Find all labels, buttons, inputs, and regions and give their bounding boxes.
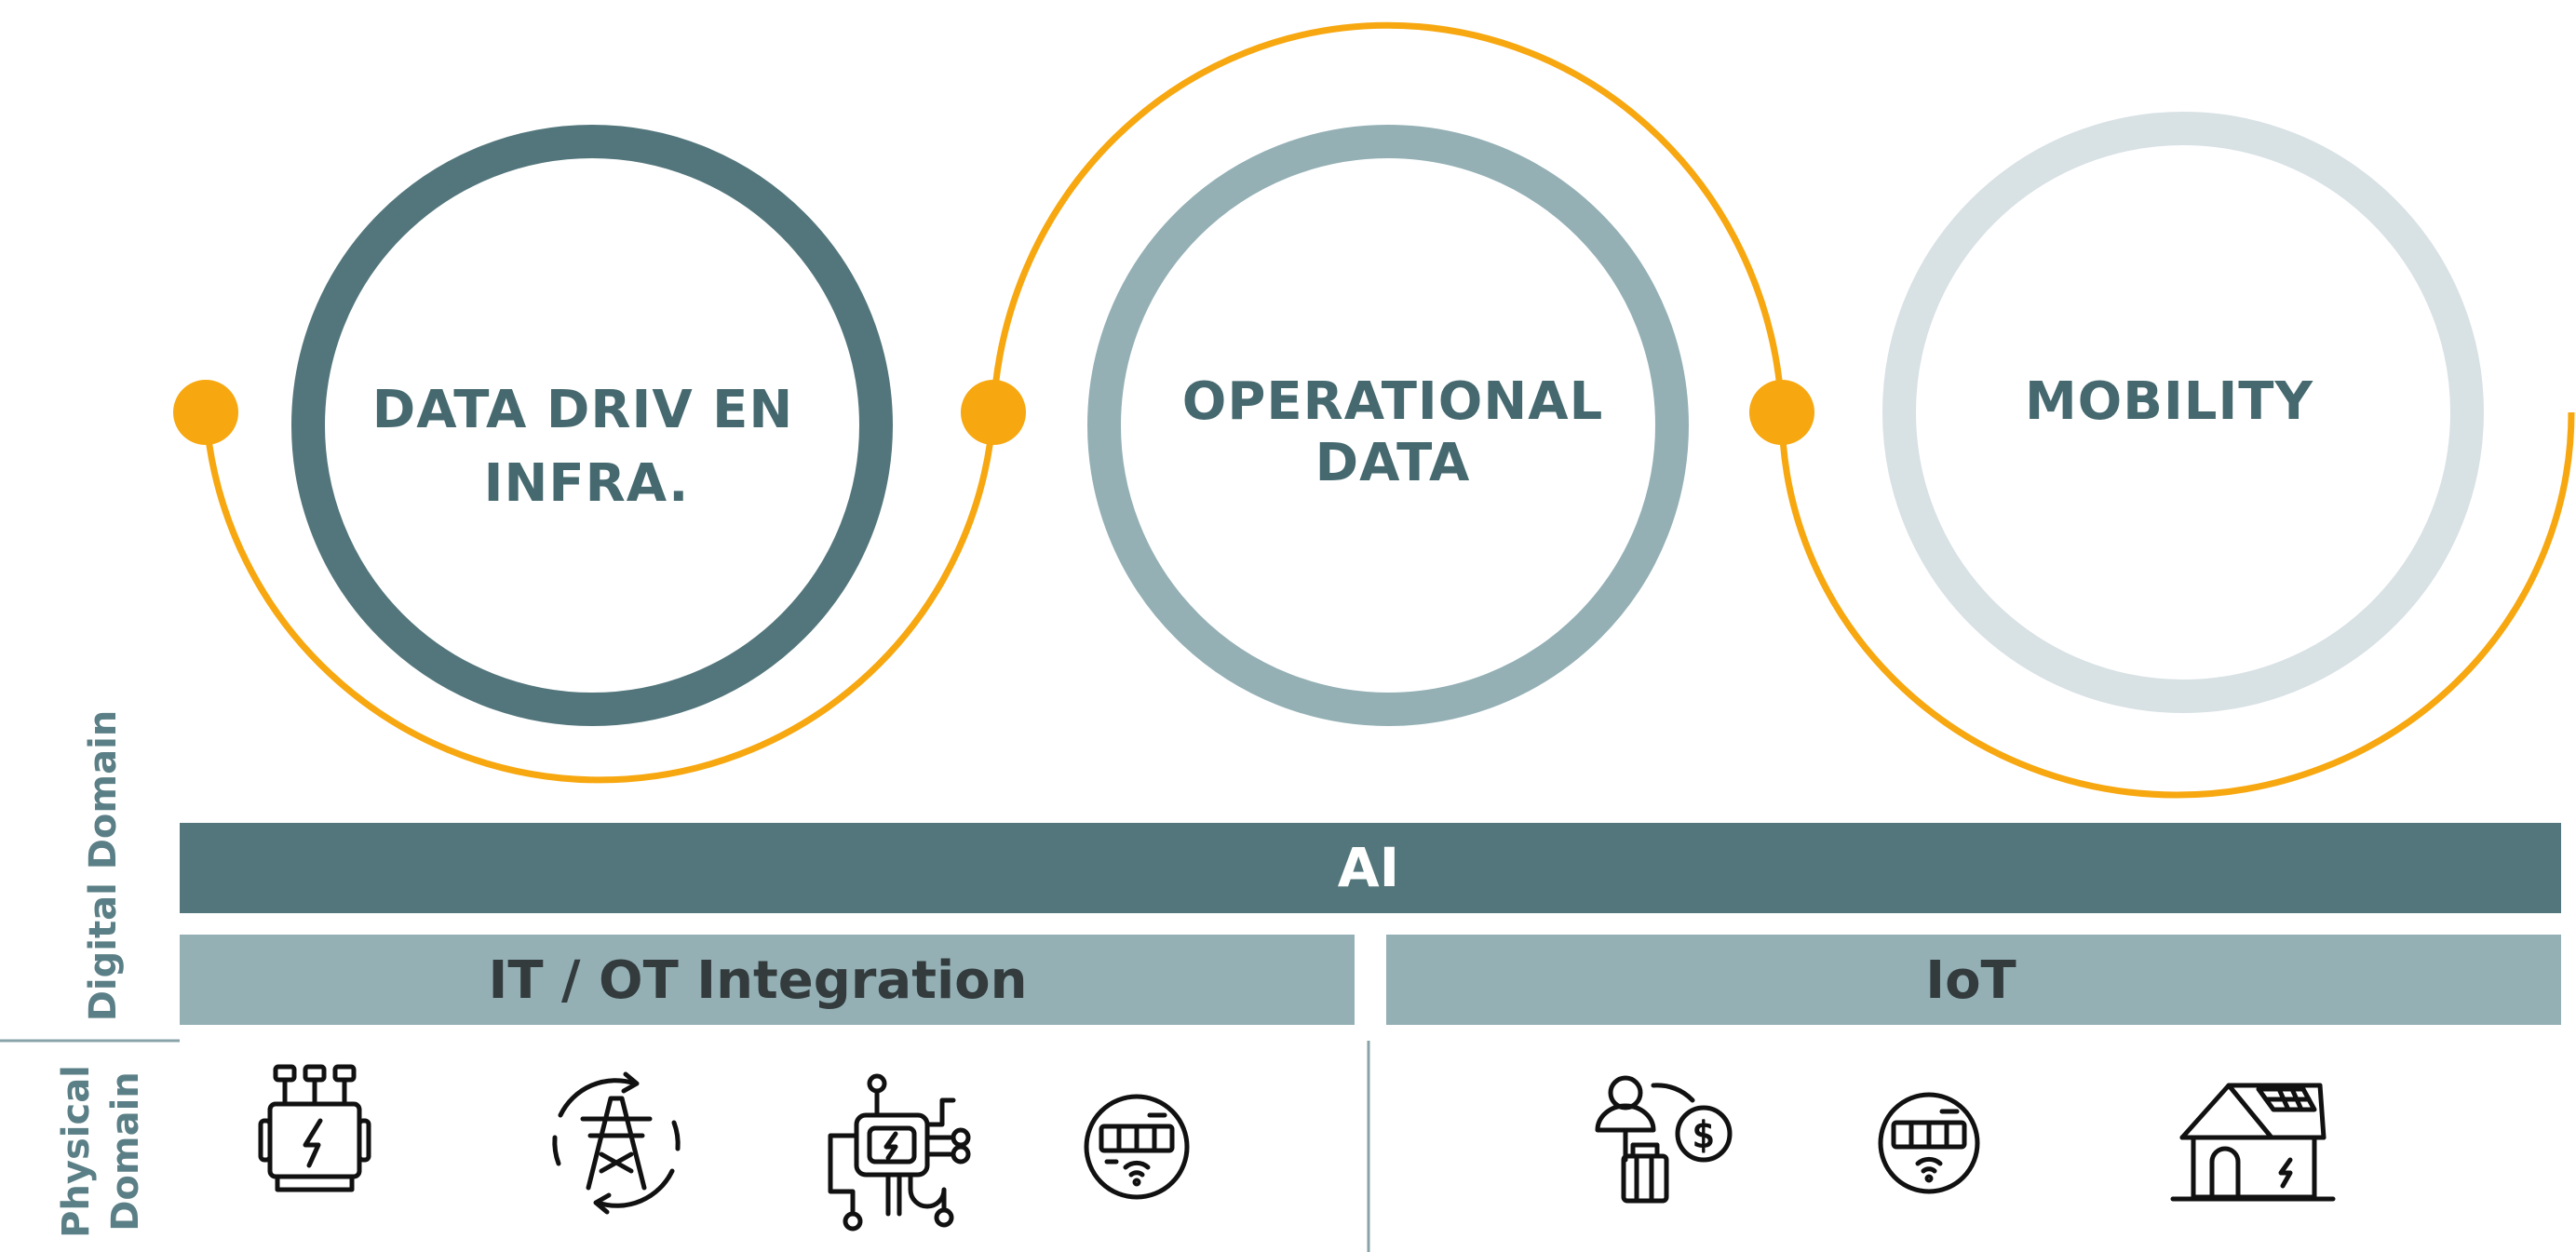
physical-domain-label-line2: Domain <box>104 1071 147 1232</box>
solar-house-icon <box>2170 1083 2336 1202</box>
wave-lower-right <box>1778 411 2575 799</box>
ai-bar <box>180 823 2561 913</box>
iot-bar <box>1386 935 2561 1025</box>
ring-mobility <box>1882 112 2484 713</box>
it-ot-bar <box>180 935 1355 1025</box>
ring-data-driven-infra <box>291 125 893 726</box>
power-tower-cycle-icon <box>552 1071 681 1215</box>
orange-wave <box>202 21 2575 799</box>
circle-2-line2: DATA <box>1315 433 1471 493</box>
connector-dot-2 <box>961 380 1026 445</box>
connector-dot-1 <box>173 380 238 445</box>
circle-1-line1: DATA DRIV EN <box>372 380 794 440</box>
consumer-billing-icon: $ <box>1595 1075 1733 1204</box>
circle-3-line1: MOBILITY <box>2025 371 2314 432</box>
substation-circuit-icon <box>828 1073 971 1232</box>
circle-2-line1: OPERATIONAL <box>1182 371 1604 432</box>
physical-domain-label-line1: Physical <box>55 1065 98 1238</box>
svg-text:$: $ <box>1693 1114 1715 1155</box>
smart-meter-icon <box>1084 1094 1190 1200</box>
ai-bar-label: AI <box>1338 836 1399 899</box>
transformer-icon <box>258 1064 371 1192</box>
circle-1-line2: INFRA. <box>484 453 690 514</box>
ring-operational-data <box>1087 125 1689 726</box>
digital-domain-label: Digital Domain <box>82 710 125 1022</box>
it-ot-bar-label: IT / OT Integration <box>488 950 1027 1011</box>
iot-bar-label: IoT <box>1925 950 2016 1011</box>
connector-dot-3 <box>1749 380 1814 445</box>
wave-upper-middle <box>990 21 1786 413</box>
wave-lower-left <box>202 411 997 784</box>
smart-meter-icon <box>1878 1092 1980 1194</box>
